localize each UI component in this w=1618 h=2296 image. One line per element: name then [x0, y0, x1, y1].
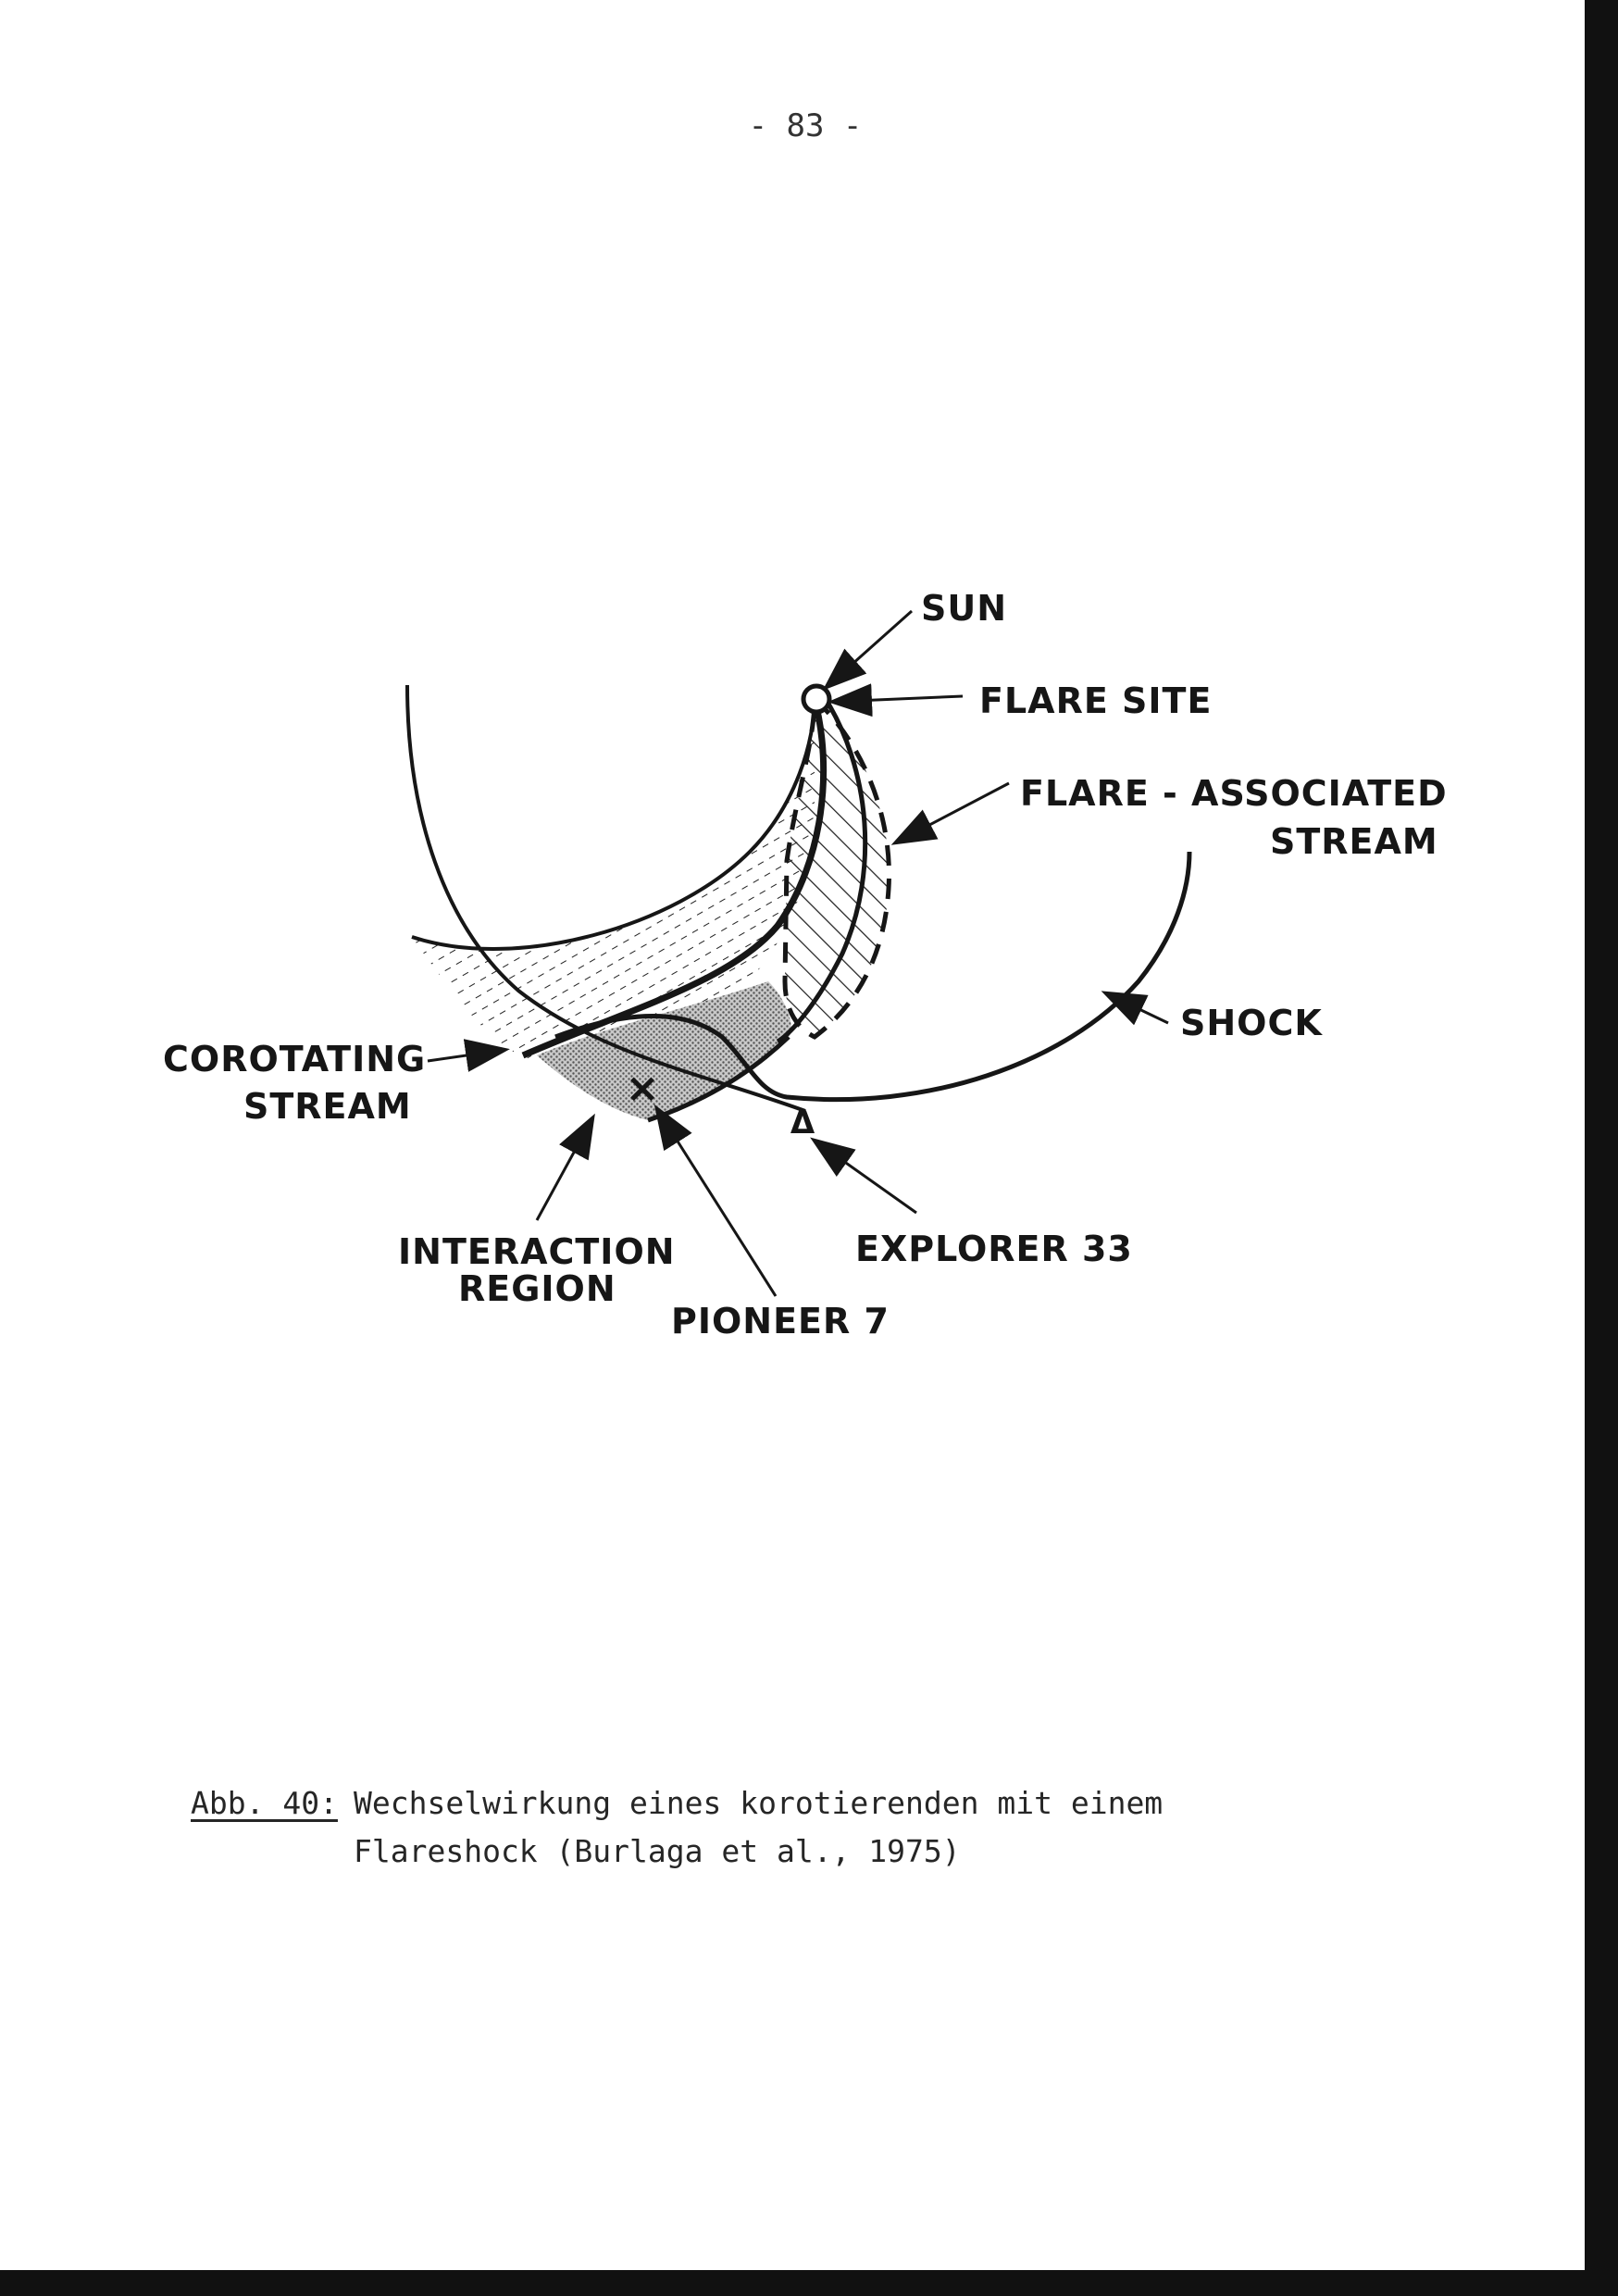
corotating-label-2: STREAM: [243, 1086, 412, 1127]
corotating-stream-region: [412, 699, 815, 1060]
sun-symbol: [801, 683, 832, 715]
document-page: - 83 -: [0, 0, 1585, 2270]
caption-label: Abb. 40:: [191, 1785, 338, 1821]
flare-shock-diagram: × Δ SUN FLARE SITE FLARE - ASSOCIATED ST…: [163, 588, 1448, 1341]
flare-site-label: FLARE SITE: [979, 680, 1212, 721]
corotating-leader: [427, 1039, 510, 1072]
explorer-label: EXPLORER 33: [855, 1229, 1133, 1269]
flare-site-leader: [828, 683, 964, 718]
pioneer-leader: [653, 1104, 778, 1297]
interaction-leader: [535, 1113, 595, 1221]
interaction-region-area: [537, 981, 791, 1120]
shock-leader: [1101, 991, 1169, 1026]
pioneer-label: PIONEER 7: [671, 1301, 890, 1341]
flare-associated-label-2: STREAM: [1270, 821, 1438, 862]
sun-label: SUN: [921, 588, 1007, 629]
explorer-leader: [810, 1137, 917, 1215]
sun-leader: [822, 609, 913, 691]
caption-text: Wechselwirkung eines korotierenden mit e…: [354, 1785, 1164, 1869]
interaction-label-2: REGION: [458, 1268, 616, 1309]
spiral-field-line: [521, 698, 828, 1059]
orbit-arc: [405, 684, 806, 1113]
flare-associated-stream-region: [782, 693, 891, 1040]
corotating-stream-boundary: [411, 698, 816, 951]
interaction-label: INTERACTION: [398, 1231, 676, 1272]
spiral-field-line-outer: [776, 694, 868, 1044]
pioneer-7-marker: ×: [626, 1065, 660, 1112]
page-number: - 83 -: [748, 107, 863, 144]
explorer-33-marker: Δ: [790, 1104, 815, 1142]
flare-associated-leader: [890, 781, 1010, 845]
flare-associated-label: FLARE - ASSOCIATED: [1020, 773, 1448, 814]
shock-label: SHOCK: [1180, 1003, 1323, 1043]
shock-front: [554, 851, 1192, 1103]
corotating-label: COROTATING: [163, 1039, 426, 1079]
